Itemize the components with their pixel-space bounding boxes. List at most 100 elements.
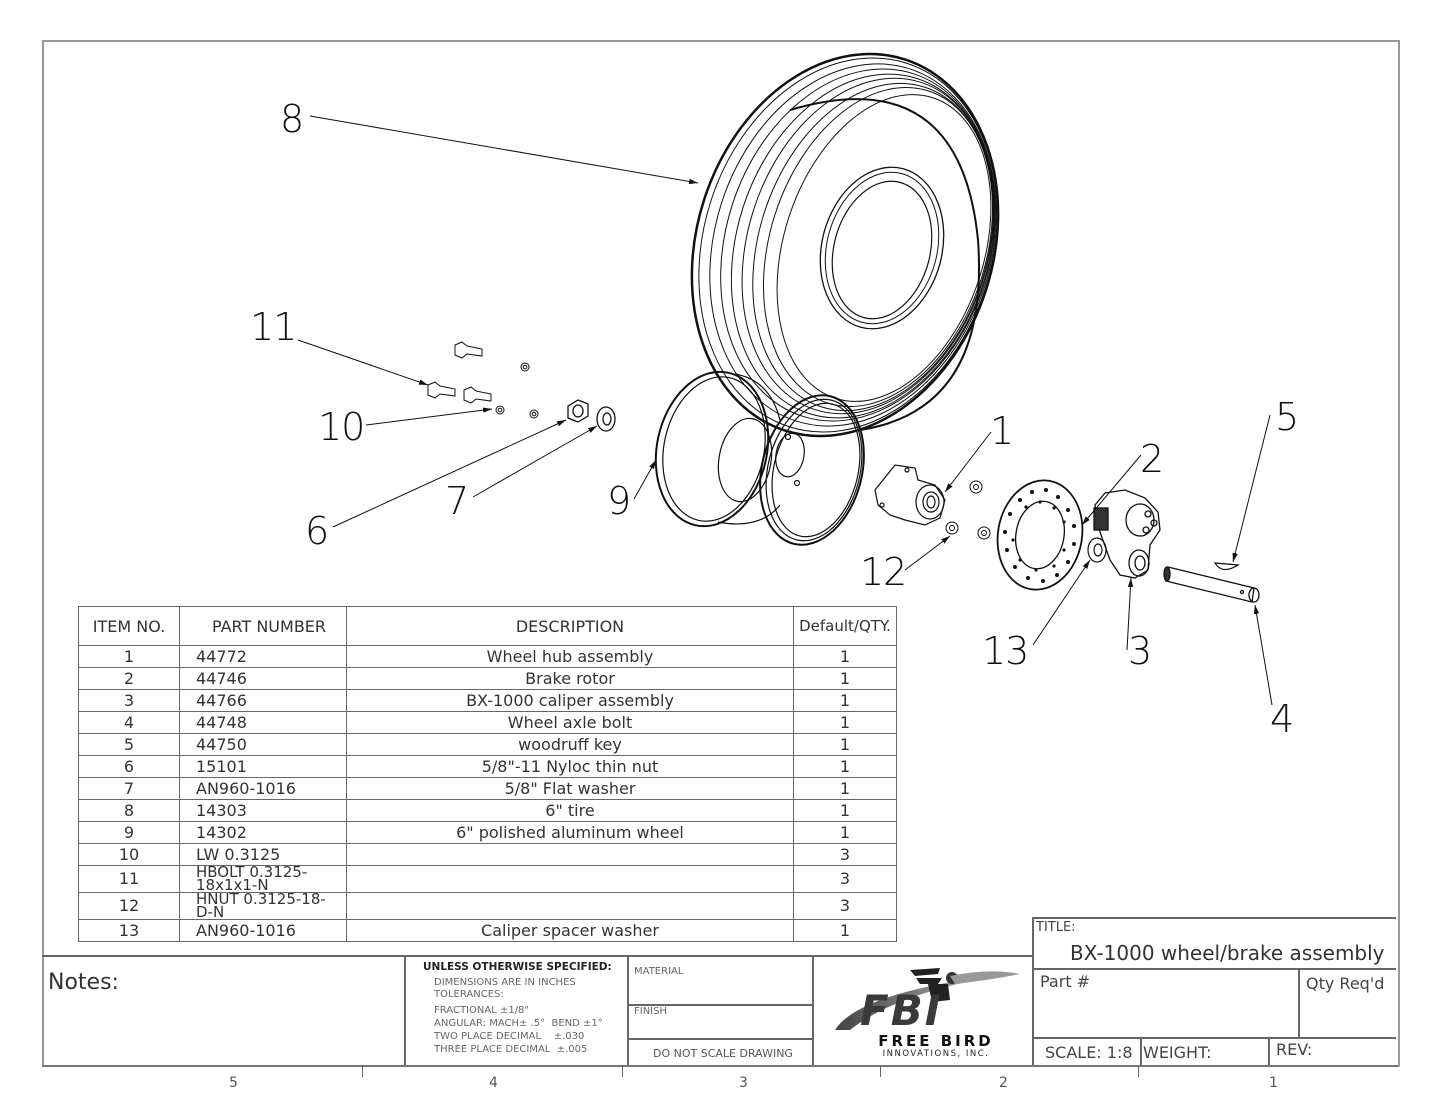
callout-6: 6: [305, 509, 329, 553]
callout-2: 2: [1140, 437, 1164, 481]
part-number-cell: 15101: [179, 755, 347, 778]
title-block-line: [1032, 917, 1396, 919]
callout-9: 9: [607, 479, 631, 523]
bom-header-row: ITEM NO. PART NUMBER DESCRIPTION Default…: [78, 606, 897, 646]
nut-washer-parts: [567, 399, 616, 432]
zone-label: 4: [489, 1075, 498, 1091]
title-block-line: [1032, 968, 1396, 970]
quantity-cell: 1: [793, 689, 897, 712]
title-block-top-line: [42, 955, 1032, 957]
quantity-cell: 1: [793, 733, 897, 756]
description-cell: 6" tire: [346, 799, 794, 822]
notes-label: Notes:: [48, 970, 119, 995]
description-cell: [346, 892, 794, 920]
title-block-line: [627, 955, 629, 1065]
quantity-cell: 1: [793, 667, 897, 690]
title-block-line: [1268, 1037, 1270, 1065]
bill-of-materials-table: ITEM NO. PART NUMBER DESCRIPTION Default…: [78, 606, 897, 942]
item-number-cell: 7: [78, 777, 180, 800]
bird-logo-icon: [835, 968, 1020, 1030]
do-not-scale-note: DO NOT SCALE DRAWING: [653, 1047, 793, 1060]
title-block-line: [1032, 1037, 1396, 1039]
spacer-washer-part: [1087, 537, 1107, 563]
callout-8: 8: [280, 97, 304, 141]
quantity-cell: 1: [793, 755, 897, 778]
wheel-part: [654, 370, 865, 546]
item-number-cell: 1: [78, 645, 180, 668]
woodruff-key-part: [1213, 562, 1240, 571]
title-block-line: [404, 955, 406, 1065]
quantity-cell: 1: [793, 799, 897, 822]
tire-part: [690, 52, 1000, 438]
quantity-cell: 3: [793, 865, 897, 893]
item-number-cell: 8: [78, 799, 180, 822]
quantity-cell: 1: [793, 711, 897, 734]
finish-label: FINISH: [634, 1006, 667, 1017]
drawing-border: [42, 40, 1400, 1067]
zone-label: 3: [739, 1075, 748, 1091]
part-number-label: Part #: [1040, 972, 1091, 991]
logo-subname: INNOVATIONS, INC.: [882, 1049, 990, 1059]
quantity-cell: 1: [793, 645, 897, 668]
title-block-line: [812, 955, 814, 1065]
tolerance-line: ANGULAR: MACH± .5° BEND ±1°: [434, 1018, 603, 1029]
bolts-washers-parts: [427, 341, 539, 419]
header-item-no: ITEM NO.: [78, 606, 180, 646]
item-number-cell: 13: [78, 919, 180, 942]
item-number-cell: 11: [78, 865, 180, 893]
part-number-cell: 44766: [179, 689, 347, 712]
description-cell: 5/8"-11 Nyloc thin nut: [346, 755, 794, 778]
quantity-cell: 3: [793, 892, 897, 920]
quantity-cell: 1: [793, 777, 897, 800]
title-block-line: [627, 1038, 812, 1040]
callout-5: 5: [1275, 395, 1299, 439]
description-cell: Wheel hub assembly: [346, 645, 794, 668]
part-number-cell: LW 0.3125: [179, 843, 347, 866]
zone-tick: [362, 1065, 363, 1077]
drawing-title: BX-1000 wheel/brake assembly: [1070, 941, 1385, 965]
tolerance-line: TOLERANCES:: [434, 989, 504, 1000]
part-number-cell: 44772: [179, 645, 347, 668]
item-number-cell: 5: [78, 733, 180, 756]
item-number-cell: 9: [78, 821, 180, 844]
weight-label: WEIGHT:: [1143, 1043, 1212, 1062]
zone-label: 2: [999, 1075, 1008, 1091]
title-block-line: [1032, 917, 1034, 1065]
part-number-cell: 44746: [179, 667, 347, 690]
description-cell: Caliper spacer washer: [346, 919, 794, 942]
zone-tick: [1138, 1065, 1139, 1077]
qty-required-label: Qty Req'd: [1306, 974, 1385, 993]
part-number-cell: 14302: [179, 821, 347, 844]
callout-13: 13: [982, 629, 1029, 673]
description-cell: Wheel axle bolt: [346, 711, 794, 734]
description-cell: 5/8" Flat washer: [346, 777, 794, 800]
logo-mark: FBI: [860, 986, 943, 1035]
rotor-part: [996, 479, 1084, 591]
item-number-cell: 6: [78, 755, 180, 778]
item-number-cell: 2: [78, 667, 180, 690]
quantity-cell: 3: [793, 843, 897, 866]
description-cell: [346, 865, 794, 893]
quantity-cell: 1: [793, 919, 897, 942]
header-description: DESCRIPTION: [346, 606, 794, 646]
rev-label: REV:: [1276, 1040, 1313, 1059]
scale-value: SCALE: 1:8: [1045, 1043, 1133, 1062]
axle-part: [1163, 566, 1260, 603]
item-number-cell: 4: [78, 711, 180, 734]
callout-10: 10: [318, 405, 365, 449]
description-cell: BX-1000 caliper assembly: [346, 689, 794, 712]
tolerances-heading: UNLESS OTHERWISE SPECIFIED:: [423, 961, 612, 973]
title-block-line: [1140, 1037, 1142, 1065]
